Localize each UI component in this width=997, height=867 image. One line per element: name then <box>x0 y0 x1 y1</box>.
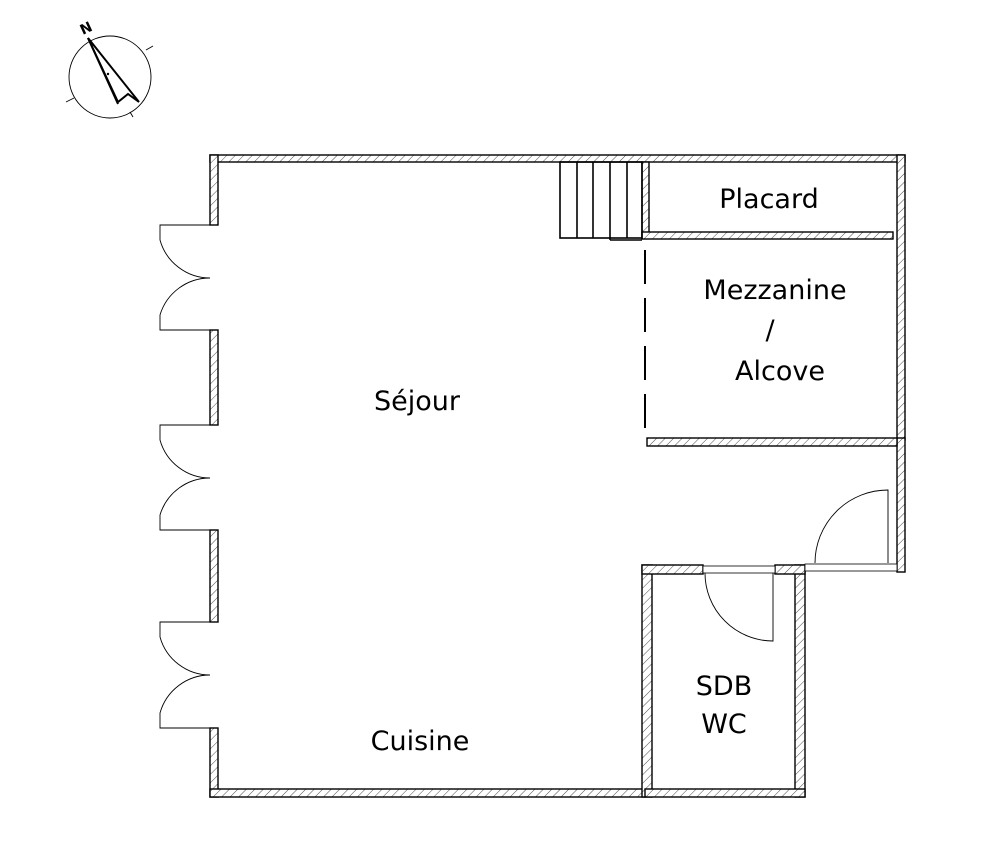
room-label-sdb: SDB <box>696 671 752 702</box>
entry-door <box>814 489 889 564</box>
room-label-cuisine: Cuisine <box>371 726 470 757</box>
french-door-2 <box>159 424 211 531</box>
north-compass-icon: N <box>65 19 154 119</box>
room-label-separator: / <box>765 315 775 346</box>
room-label-wc: WC <box>701 709 747 740</box>
room-label-sejour: Séjour <box>374 386 461 417</box>
north-label: N <box>78 19 95 38</box>
french-door-1 <box>159 224 211 331</box>
staircase <box>559 161 643 241</box>
room-label-mezzanine: Mezzanine <box>703 275 846 306</box>
walls <box>209 154 906 798</box>
bathroom-door <box>704 572 774 642</box>
room-label-placard: Placard <box>719 184 818 215</box>
french-door-3 <box>159 621 211 729</box>
room-label-alcove: Alcove <box>735 356 825 387</box>
